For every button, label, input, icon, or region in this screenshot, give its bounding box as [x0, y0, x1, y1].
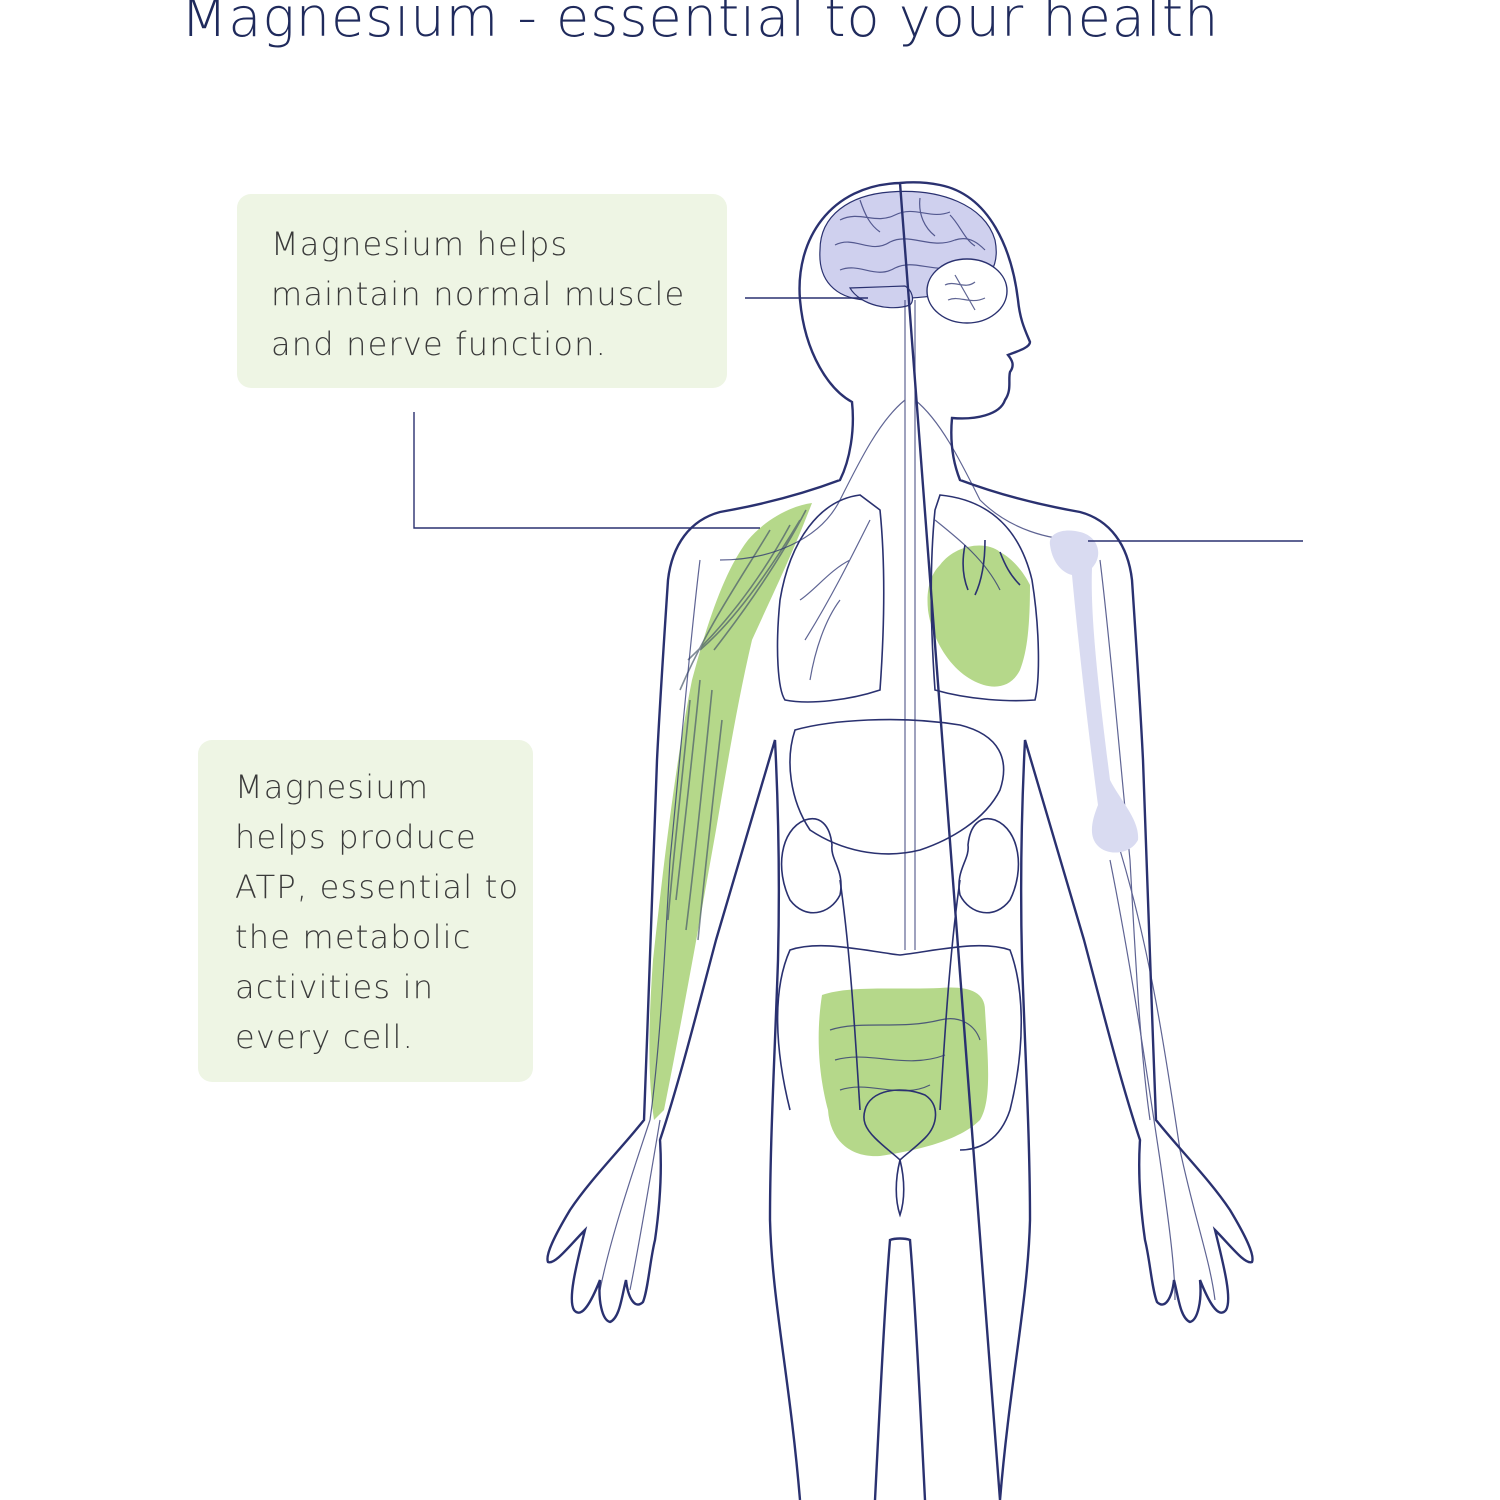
lungs-icon — [776, 494, 1040, 703]
callout-muscle-nerve: Magnesium helps maintain normal muscle a… — [237, 194, 727, 388]
arm-muscle-icon — [649, 503, 812, 1120]
leader-lines — [413, 297, 1303, 542]
page-title: Magnesium - essential to your health — [180, 0, 1220, 49]
liver-icon — [789, 718, 1005, 855]
large-intestine-outline — [776, 944, 1022, 1151]
callout-atp: Magnesium helps produce ATP, essential t… — [198, 740, 533, 1082]
heart-icon — [927, 539, 1030, 687]
humerus-bone-icon — [1049, 530, 1139, 853]
body-outline — [546, 181, 1254, 1500]
callout-muscle-nerve-text: Magnesium helps maintain normal muscle a… — [271, 225, 686, 363]
eye-icon — [926, 258, 1008, 324]
kidney-icon — [780, 818, 1020, 1111]
bladder-icon — [863, 1089, 937, 1162]
leg-gap — [873, 1237, 927, 1500]
callout-atp-text: Magnesium helps produce ATP, essential t… — [235, 768, 520, 1056]
